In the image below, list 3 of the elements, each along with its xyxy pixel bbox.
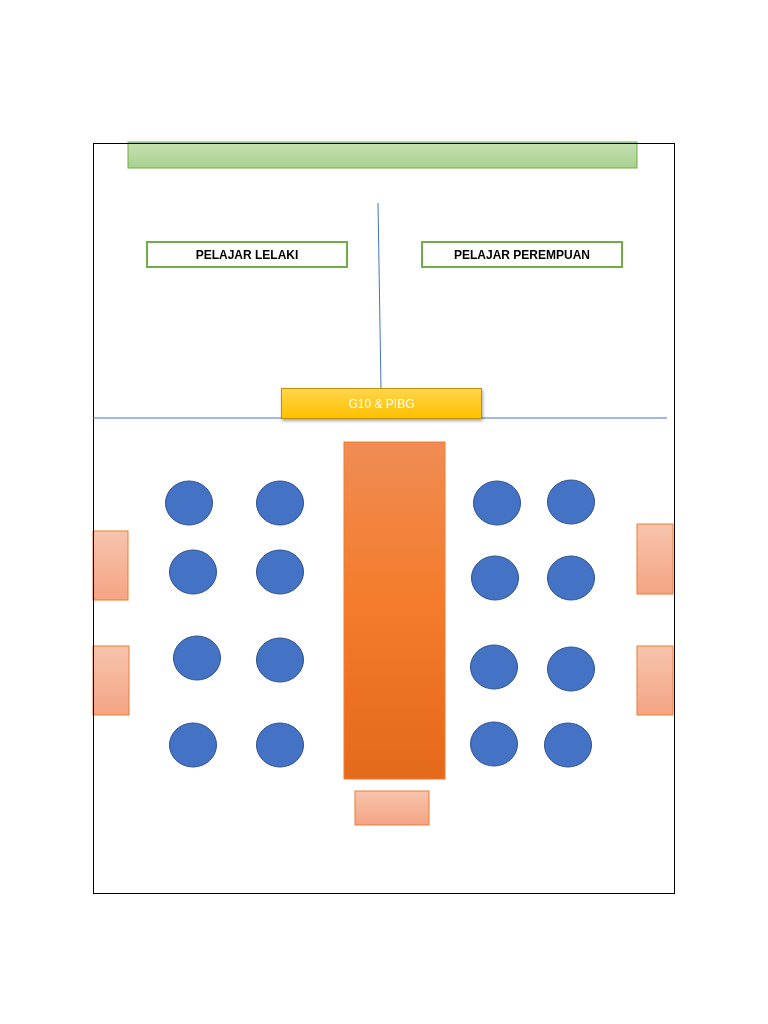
label-box: PELAJAR PEREMPUAN [421,241,623,268]
head-table-box: G10 & PIBG [281,388,482,419]
label-box: PELAJAR LELAKI [146,241,348,268]
